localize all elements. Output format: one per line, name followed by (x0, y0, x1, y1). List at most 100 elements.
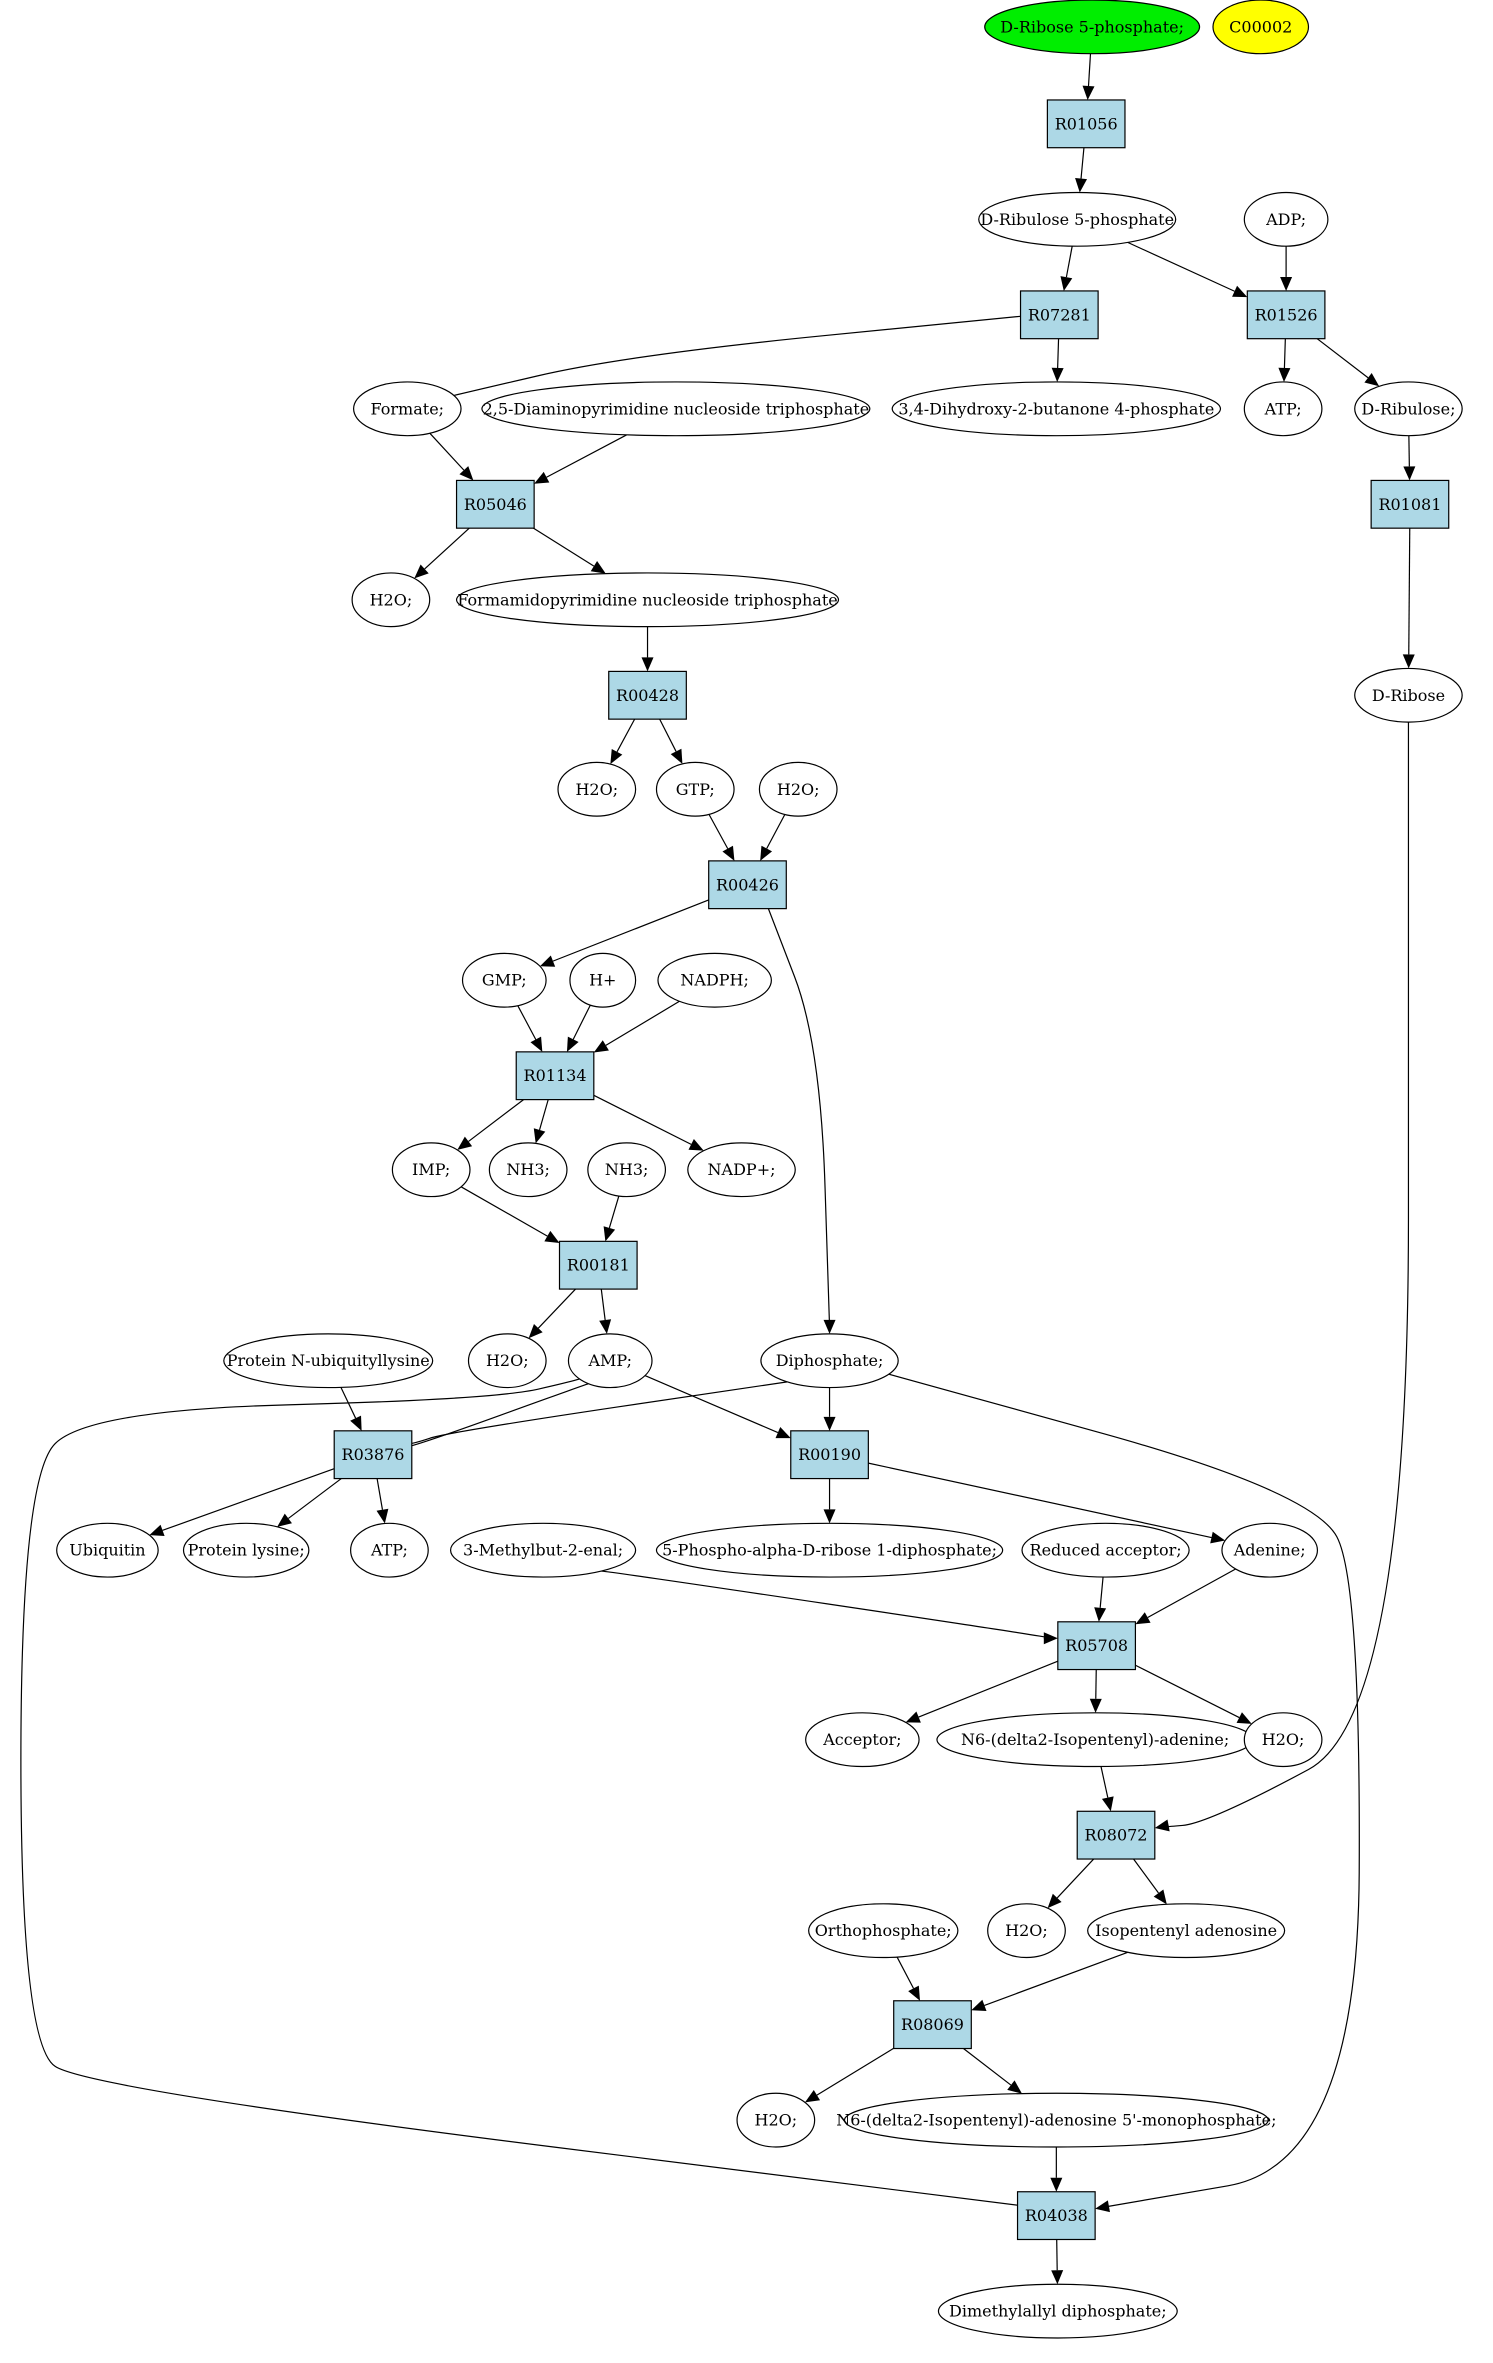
compound-node-redacc[interactable]: Reduced acceptor; (1021, 1522, 1190, 1578)
reaction-node-R01134[interactable]: R01134 (515, 1051, 595, 1101)
compound-node-nh3b[interactable]: NH3; (587, 1142, 667, 1198)
node-label: R07281 (1028, 305, 1091, 324)
compound-node-h2o2[interactable]: H2O; (557, 761, 637, 817)
compound-node-dhbp[interactable]: 3,4-Dihydroxy-2-butanone 4-phosphate (891, 381, 1222, 437)
reaction-node-R04038[interactable]: R04038 (1016, 2191, 1096, 2241)
reaction-node-R03876[interactable]: R03876 (333, 1430, 413, 1480)
edge-R08069-to-h2o7-arrowhead (804, 2089, 821, 2103)
edge-R08069-to-ipamp-arrowhead (1007, 2080, 1022, 2094)
reaction-node-R01056[interactable]: R01056 (1046, 99, 1126, 149)
compound-node-gmp[interactable]: GMP; (461, 952, 547, 1008)
compound-node-nh3a[interactable]: NH3; (488, 1142, 568, 1198)
compound-node-ipadenine[interactable]: N6-(delta2-Isopentenyl)-adenine; (936, 1712, 1254, 1768)
compound-node-ribulose5p[interactable]: D-Ribulose 5-phosphate (978, 191, 1177, 247)
edge-h2o3-to-R00426 (766, 814, 786, 849)
reaction-node-R07281[interactable]: R07281 (1019, 290, 1099, 340)
compound-node-adenine[interactable]: Adenine; (1221, 1522, 1319, 1578)
node-label: Ubiquitin (69, 1541, 145, 1560)
edge-R04038-to-amp (20, 1371, 1018, 2206)
edge-imp-to-R00181 (460, 1186, 548, 1237)
reaction-box (1046, 99, 1126, 149)
reaction-node-R05046[interactable]: R05046 (455, 479, 535, 529)
edge-hplus-to-R01134-arrowhead (566, 1036, 579, 1052)
compound-node-imp[interactable]: IMP; (391, 1142, 471, 1198)
compound-node-dapnt[interactable]: 2,5-Diaminopyrimidine nucleoside triphos… (481, 381, 871, 437)
edge-R04038-to-dmapp-arrowhead (1051, 2270, 1064, 2285)
reaction-node-R01081[interactable]: R01081 (1370, 479, 1450, 529)
node-label: H2O; (575, 780, 618, 799)
compound-ellipse (1243, 1712, 1323, 1768)
edge-adp-to-R01526-arrowhead (1280, 276, 1293, 291)
compound-node-h2o6[interactable]: H2O; (987, 1903, 1066, 1959)
edge-R03876-to-protlys-arrowhead (277, 1513, 292, 1527)
edge-ribose5p-to-R01056 (1087, 53, 1092, 87)
compound-node-h2o7[interactable]: H2O; (736, 2092, 816, 2148)
compound-node-formate[interactable]: Formate; (353, 381, 462, 437)
node-label: H2O; (1262, 1730, 1305, 1749)
edge-R05708-to-ipadenine-arrowhead (1089, 1698, 1102, 1713)
reaction-node-R00428[interactable]: R00428 (608, 670, 687, 720)
compound-node-nadph[interactable]: NADPH; (657, 952, 772, 1008)
edge-R00190-to-prpp-arrowhead (823, 1509, 836, 1524)
node-label: ADP; (1265, 210, 1306, 229)
compound-node-ribose5p[interactable]: D-Ribose 5-phosphate; (984, 0, 1201, 55)
reaction-node-R00426[interactable]: R00426 (708, 860, 787, 910)
edge-R07281-to-dhbp-arrowhead (1051, 367, 1064, 382)
compound-node-ipadenosine[interactable]: Isopentenyl adenosine (1087, 1903, 1286, 1959)
compound-node-atp1[interactable]: ATP; (1243, 381, 1323, 437)
compound-ellipse (808, 1903, 959, 1959)
reaction-node-R00190[interactable]: R00190 (790, 1430, 869, 1480)
node-label: AMP; (587, 1351, 632, 1370)
compound-node-protubq[interactable]: Protein N-ubiquityllysine (223, 1333, 434, 1389)
compound-node-protlys[interactable]: Protein lysine; (182, 1522, 310, 1578)
compound-ellipse (567, 1333, 653, 1389)
compound-node-atp2[interactable]: ATP; (350, 1522, 429, 1578)
edge-dribose-to-R08072 (1160, 722, 1410, 1828)
compound-node-ubiquitin[interactable]: Ubiquitin (56, 1522, 159, 1578)
edge-R03876-to-atp2 (376, 1478, 384, 1510)
reaction-box (893, 2000, 972, 2050)
node-label: R04038 (1025, 2206, 1088, 2225)
compound-ellipse (56, 1522, 159, 1578)
edge-ribulose5p-to-R01526 (1127, 241, 1235, 292)
compound-ellipse (891, 381, 1222, 437)
compound-node-orthophosphate[interactable]: Orthophosphate; (808, 1903, 959, 1959)
compound-node-dmapp[interactable]: Dimethylallyl diphosphate; (937, 2283, 1178, 2339)
reaction-node-R01526[interactable]: R01526 (1246, 290, 1326, 340)
compound-node-ipamp[interactable]: N6-(delta2-Isopentenyl)-adenosine 5'-mon… (836, 2092, 1276, 2148)
compound-node-h2o5[interactable]: H2O; (1243, 1712, 1323, 1768)
edge-diphosphate-to-R04038-arrowhead (1095, 2200, 1110, 2213)
node-label: 3,4-Dihydroxy-2-butanone 4-phosphate (898, 399, 1214, 418)
compound-node-prpp[interactable]: 5-Phospho-alpha-D-ribose 1-diphosphate; (655, 1522, 1004, 1578)
compound-node-fapnt[interactable]: Formamidopyrimidine nucleoside triphosph… (455, 572, 840, 628)
compound-node-acceptor[interactable]: Acceptor; (805, 1712, 920, 1768)
compound-node-gtp[interactable]: GTP; (655, 761, 735, 817)
edge-R05708-to-h2o5 (1135, 1664, 1240, 1719)
reaction-node-R08069[interactable]: R08069 (893, 2000, 972, 2050)
compound-ellipse (351, 572, 431, 628)
reaction-node-R08072[interactable]: R08072 (1076, 1810, 1156, 1860)
compound-node-nadpplus[interactable]: NADP+; (687, 1142, 796, 1198)
compound-node-adp[interactable]: ADP; (1243, 191, 1329, 247)
edge-amp-to-R00190 (644, 1375, 779, 1434)
compound-node-h2o3[interactable]: H2O; (758, 761, 838, 817)
compound-node-h2o4[interactable]: H2O; (467, 1333, 547, 1389)
compound-node-ribulose[interactable]: D-Ribulose; (1354, 381, 1463, 437)
edge-R08072-to-h2o6 (1056, 1858, 1095, 1899)
compound-node-hplus[interactable]: H+ (569, 952, 637, 1008)
edge-R01134-to-imp-arrowhead (457, 1136, 473, 1150)
compound-node-c00002[interactable]: C00002 (1212, 0, 1310, 55)
compound-node-dribose[interactable]: D-Ribose (1354, 667, 1463, 723)
compound-ellipse (758, 761, 838, 817)
compound-ellipse (655, 761, 735, 817)
edge-gmp-to-R01134-arrowhead (530, 1036, 543, 1052)
compound-node-methylbutenal[interactable]: 3-Methylbut-2-enal; (449, 1522, 637, 1578)
compound-node-h2o1[interactable]: H2O; (351, 572, 431, 628)
compound-ellipse (984, 0, 1201, 55)
compound-node-diphosphate[interactable]: Diphosphate; (760, 1333, 899, 1389)
reaction-node-R00181[interactable]: R00181 (558, 1240, 638, 1290)
compound-node-amp[interactable]: AMP; (567, 1333, 653, 1389)
edge-gtp-to-R00426 (708, 814, 729, 849)
reaction-box (558, 1240, 638, 1290)
reaction-node-R05708[interactable]: R05708 (1057, 1621, 1137, 1671)
